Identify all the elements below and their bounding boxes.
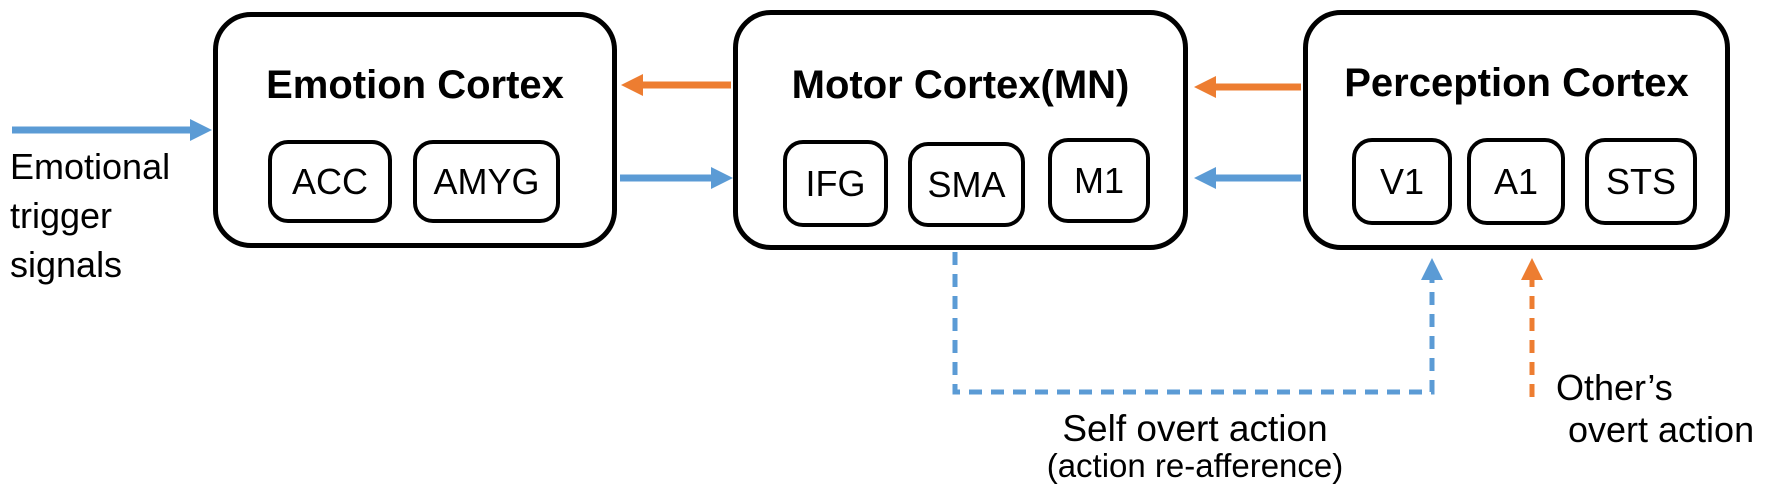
region-m1: M1 — [1048, 138, 1150, 223]
region-ifg: IFG — [783, 140, 888, 227]
emotional-trigger-line-1: Emotional — [10, 146, 171, 187]
motor-cortex-title: Motor Cortex(MN) — [791, 63, 1130, 107]
others-overt-action-line-2: overt action — [1568, 409, 1755, 450]
emotion-cortex-title: Emotion Cortex — [266, 63, 564, 107]
region-sts: STS — [1585, 138, 1697, 225]
self-overt-action-line-2: (action re-afference) — [1046, 447, 1344, 484]
region-v1: V1 — [1352, 138, 1452, 225]
region-a1: A1 — [1467, 138, 1565, 225]
region-sma: SMA — [908, 142, 1025, 227]
emotional-trigger-line-3: signals — [10, 244, 123, 285]
perception-cortex-title: Perception Cortex — [1344, 61, 1689, 105]
emotional-trigger-line-2: trigger — [10, 195, 113, 236]
arrow-self-overt-action — [952, 252, 1443, 395]
region-acc: ACC — [268, 140, 392, 223]
self-overt-action-label: Self overt action (action re-afference) — [1010, 410, 1380, 483]
others-overt-action-label: Other’s overt action — [1556, 368, 1754, 450]
emotional-trigger-label: Emotional trigger signals — [10, 142, 170, 289]
self-overt-action-line-1: Self overt action — [1062, 408, 1328, 449]
region-amyg: AMYG — [413, 140, 560, 223]
others-overt-action-line-1: Other’s — [1556, 367, 1673, 408]
